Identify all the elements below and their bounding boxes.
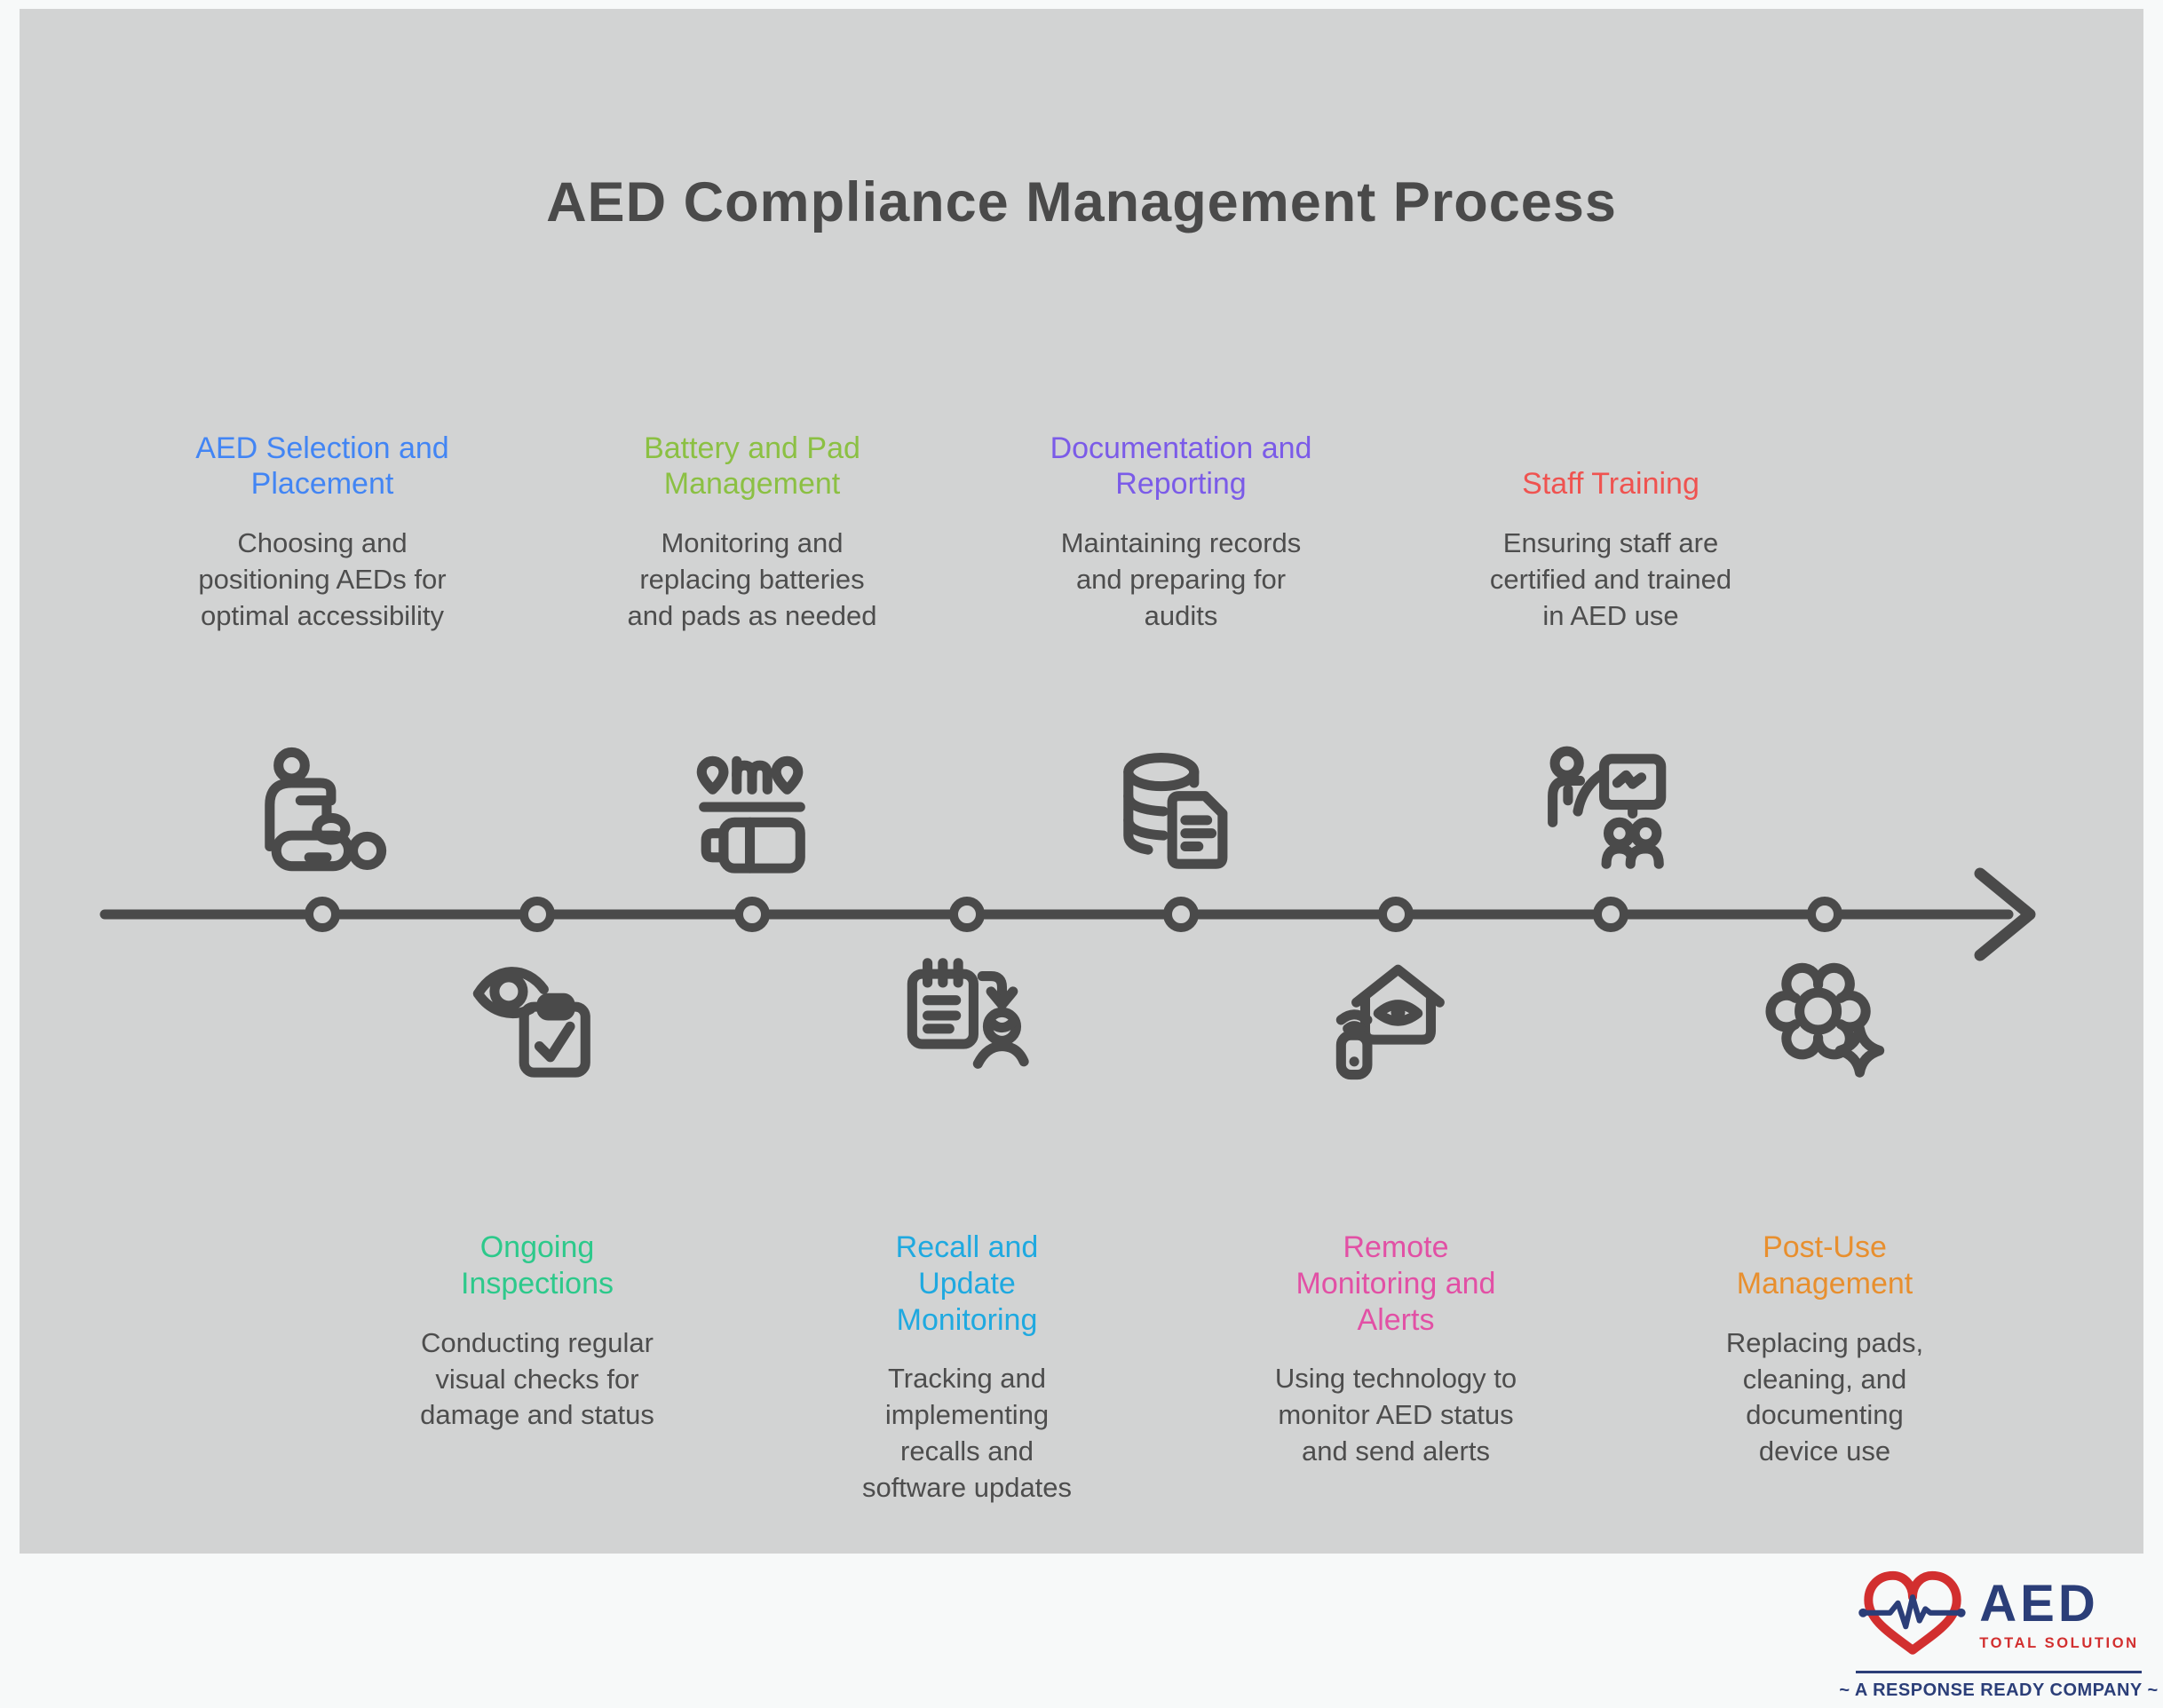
logo-tagline: ~ A RESPONSE READY COMPANY ~: [1839, 1680, 2159, 1700]
smart-home-eye-icon: [1320, 948, 1471, 1083]
step-documentation: Documentation and Reporting Maintaining …: [1021, 337, 1341, 635]
step-description: Maintaining records and preparing for au…: [1060, 527, 1302, 632]
background-panel: [20, 9, 2143, 1554]
step-ongoing-inspections: Ongoing Inspections Conducting regular v…: [377, 1230, 697, 1585]
step-description: Monitoring and replacing batteries and p…: [627, 527, 877, 632]
step-description: Ensuring staff are certified and trained…: [1489, 527, 1732, 632]
step-description: Tracking and implementing recalls and so…: [861, 1363, 1073, 1504]
page-title: AED Compliance Management Process: [546, 171, 1617, 233]
step-title: Staff Training: [1522, 467, 1700, 502]
eye-clipboard-icon: [462, 948, 613, 1083]
notepad-update-person-icon: [891, 948, 1042, 1083]
step-title: Recall and Update Monitoring: [895, 1230, 1039, 1337]
company-logo: AED TOTAL SOLUTION ~ A RESPONSE READY CO…: [1839, 1568, 2158, 1701]
step-title: AED Selection and Placement: [195, 431, 449, 502]
step-description: Conducting regular visual checks for dam…: [420, 1326, 654, 1431]
timeline-nodes: [305, 897, 1842, 932]
logo-divider: [1856, 1671, 2142, 1673]
heart-ekg-icon: [1858, 1570, 1966, 1655]
step-title: Ongoing Inspections: [461, 1230, 614, 1301]
step-aed-selection: AED Selection and Placement Choosing and…: [162, 337, 482, 635]
cpr-person-icon: [247, 744, 398, 879]
step-description: Choosing and positioning AEDs for optima…: [198, 527, 447, 632]
step-staff-training: Staff Training Ensuring staff are certif…: [1451, 337, 1771, 635]
step-remote-monitoring: Remote Monitoring and Alerts Using techn…: [1236, 1230, 1556, 1585]
instructor-whiteboard-icon: [1535, 744, 1686, 879]
step-title: Documentation and Reporting: [1050, 431, 1312, 502]
logo-name: AED: [1979, 1574, 2099, 1633]
database-document-icon: [1105, 744, 1256, 879]
logo-subtitle: TOTAL SOLUTION: [1979, 1634, 2139, 1651]
gear-sparkle-icon: [1749, 948, 1900, 1083]
step-post-use: Post-Use Management Replacing pads, clea…: [1665, 1230, 1985, 1585]
step-battery-pad: Battery and Pad Management Monitoring an…: [592, 337, 912, 635]
step-title: Remote Monitoring and Alerts: [1295, 1230, 1496, 1337]
step-description: Using technology to monitor AED status a…: [1274, 1363, 1517, 1467]
step-title: Post-Use Management: [1736, 1230, 1913, 1301]
step-title: Battery and Pad Management: [644, 431, 860, 502]
step-recall-update: Recall and Update Monitoring Tracking an…: [807, 1230, 1127, 1585]
timeline-arrow: [99, 867, 2036, 961]
battery-location-icon: [677, 744, 828, 879]
step-description: Replacing pads, cleaning, and documentin…: [1725, 1326, 1924, 1467]
